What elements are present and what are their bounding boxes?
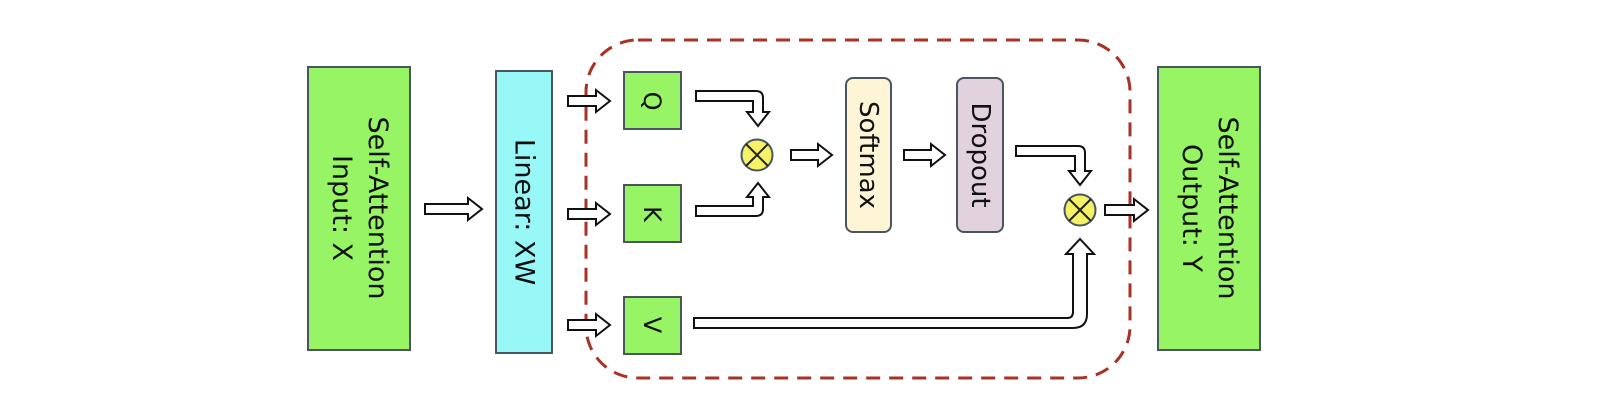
v-to-multiply-arrow — [693, 237, 1097, 329]
circle-times-icon — [740, 138, 774, 172]
k-to-multiply-arrow — [695, 181, 772, 217]
softmax-to-dropout-arrow — [903, 141, 947, 169]
output-block: Self-Attention Output: Y — [1157, 66, 1261, 351]
output-block-title: Self-Attention — [1212, 116, 1243, 299]
dropout-to-multiply-arrow — [1015, 145, 1094, 187]
multiply-to-output-arrow — [1104, 196, 1150, 224]
softmax-block-label: Softmax — [853, 101, 883, 209]
input-block-title: Self-Attention — [362, 116, 393, 299]
k-block: K — [623, 184, 682, 243]
input-to-linear-arrow — [424, 195, 484, 223]
q-block: Q — [623, 71, 682, 130]
softmax-block: Softmax — [845, 77, 892, 233]
circle-times-icon — [1063, 193, 1097, 227]
linear-block: Linear: XW — [495, 70, 553, 354]
q-to-multiply-arrow — [695, 90, 772, 128]
v-block: V — [623, 296, 682, 355]
input-block-subtitle: Input: X — [326, 155, 357, 261]
q-block-label: Q — [638, 92, 666, 111]
linear-to-k-arrow — [567, 200, 612, 228]
multiply-to-softmax-arrow — [790, 141, 834, 169]
dropout-block: Dropout — [956, 77, 1004, 233]
linear-block-label: Linear: XW — [509, 139, 540, 285]
v-block-label: V — [638, 317, 666, 334]
dropout-block-label: Dropout — [965, 102, 995, 207]
linear-to-v-arrow — [567, 311, 612, 339]
input-block: Self-Attention Input: X — [307, 66, 411, 351]
output-block-subtitle: Output: Y — [1176, 144, 1207, 272]
k-block-label: K — [638, 206, 666, 223]
linear-to-q-arrow — [567, 87, 612, 115]
